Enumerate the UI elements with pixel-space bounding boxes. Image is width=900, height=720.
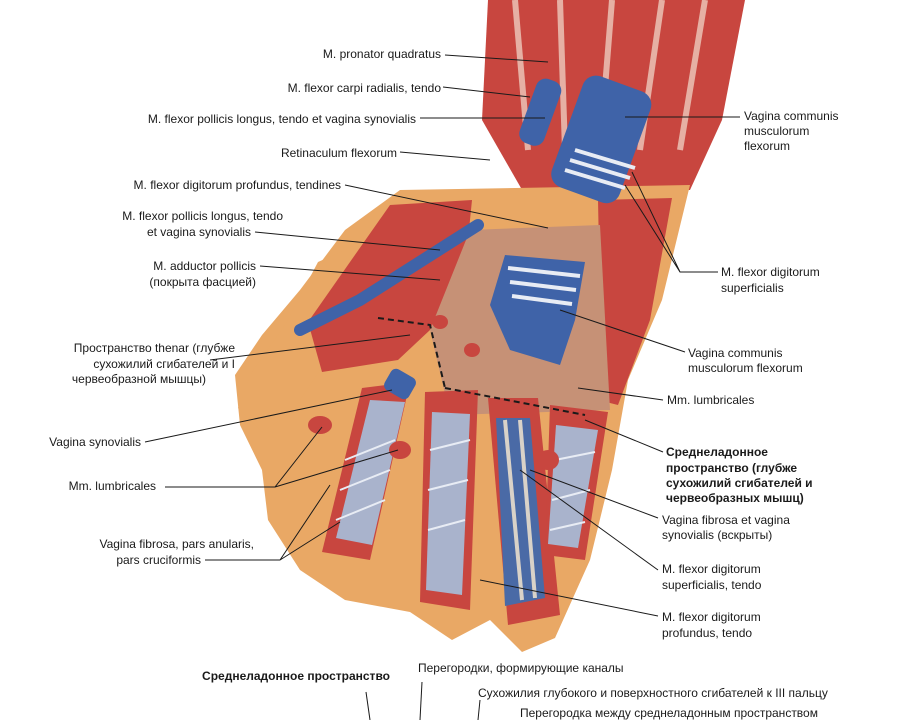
- lumbrical-2: [389, 441, 411, 459]
- label-fpl-top: M. flexor pollicis longus, tendo et vagi…: [148, 112, 416, 126]
- label-fdp-tendo-2: profundus, tendo: [662, 626, 752, 640]
- leader-fpl-mid: [254, 231, 441, 251]
- label-mm-lumbricales-left: Mm. lumbricales: [69, 479, 156, 493]
- label-vagina-communis-top-3: flexorum: [744, 139, 790, 153]
- lumbrical-4: [432, 315, 448, 329]
- leader-fds: [624, 171, 718, 273]
- label-midpalmar-3: сухожилий сгибателей и: [666, 476, 813, 490]
- leader-lines: [144, 54, 740, 720]
- label-bottom-midpalmar: Среднеладонное пространство: [202, 669, 390, 683]
- leader-bottom-2: [419, 681, 423, 720]
- label-vagina-fibrosa-open-2: synovialis (вскрыты): [662, 528, 772, 542]
- label-fds-2: superficialis: [721, 281, 784, 295]
- flexor-common-sheath-tendons: [564, 148, 636, 190]
- leader-vagina-fibrosa: [205, 484, 341, 561]
- label-vagina-communis-top-1: Vagina communis: [744, 109, 839, 123]
- leader-midpalmar: [584, 419, 664, 453]
- leader-fds-tendo: [519, 469, 659, 571]
- fpl-sheath: [519, 78, 562, 146]
- label-adductor-1: M. adductor pollicis: [153, 259, 256, 273]
- fibrous-sheath-crossing: [335, 439, 596, 531]
- label-thenar-2: сухожилий сгибателей и I: [93, 357, 235, 371]
- leader-vagina-fibrosa-open: [529, 469, 659, 519]
- label-thenar-1: Пространство thenar (глубже: [74, 341, 236, 355]
- forearm-stripes: [512, 0, 708, 151]
- leader-thenar: [209, 334, 411, 361]
- label-vagina-communis-mid-2: musculorum flexorum: [688, 361, 803, 375]
- palm-sheath-tendons: [507, 266, 581, 306]
- label-adductor-2: (покрыта фасцией): [149, 275, 256, 289]
- leader-bottom-3: [477, 699, 481, 720]
- label-midpalmar-1: Среднеладонное: [666, 445, 768, 459]
- labels: M. pronator quadratus M. flexor carpi ra…: [49, 47, 838, 720]
- label-vagina-fibrosa-2: pars cruciformis: [116, 553, 201, 567]
- label-fds-1: M. flexor digitorum: [721, 265, 820, 279]
- lumbrical-3: [537, 450, 559, 470]
- leader-vagina-synovialis: [144, 389, 393, 443]
- label-vagina-synovialis: Vagina synovialis: [49, 435, 141, 449]
- label-bottom-tendons: Сухожилия глубокого и поверхностного сги…: [478, 686, 828, 700]
- label-fdp-tendo-1: M. flexor digitorum: [662, 610, 761, 624]
- index-sheath-top: [384, 368, 416, 400]
- lumbrical-1: [308, 416, 332, 434]
- label-fdp-tendines: M. flexor digitorum profundus, tendines: [134, 178, 341, 192]
- hand-illustration: [235, 0, 745, 652]
- flexor-tendons-ring: [503, 419, 537, 601]
- label-vagina-fibrosa-1: Vagina fibrosa, pars anularis,: [99, 537, 254, 551]
- label-bottom-septa: Перегородки, формирующие каналы: [418, 661, 624, 675]
- leader-fdp-tendines: [344, 184, 549, 229]
- label-fpl-mid-2: et vagina synovialis: [147, 225, 251, 239]
- label-pronator-quadratus: M. pronator quadratus: [323, 47, 441, 61]
- leader-bottom-1: [365, 691, 371, 720]
- label-mm-lumbricales-right: Mm. lumbricales: [667, 393, 754, 407]
- leader-lumbricales-left: [165, 426, 399, 488]
- leader-retinaculum: [399, 151, 491, 161]
- label-fpl-mid-1: M. flexor pollicis longus, tendo: [122, 209, 283, 223]
- fibrous-sheath-middle: [426, 412, 470, 595]
- thenar-space-outline: [377, 317, 446, 389]
- leader-flexor-carpi-radialis: [442, 86, 531, 98]
- label-midpalmar-4: червеобразных мышц): [666, 491, 804, 505]
- leader-lumbricales-right: [577, 387, 664, 401]
- hypothenar-muscles: [590, 198, 672, 405]
- fibrous-sheath-index: [336, 400, 405, 545]
- label-thenar-3: червеобразной мышцы): [72, 372, 206, 386]
- label-midpalmar-2: пространство (глубже: [666, 461, 797, 475]
- label-vagina-communis-mid-1: Vagina communis: [688, 346, 783, 360]
- label-fds-tendo-1: M. flexor digitorum: [662, 562, 761, 576]
- label-retinaculum: Retinaculum flexorum: [281, 146, 397, 160]
- label-fds-tendo-2: superficialis, tendo: [662, 578, 762, 592]
- label-vagina-fibrosa-open-1: Vagina fibrosa et vagina: [662, 513, 790, 527]
- leader-pronator-quadratus: [444, 54, 549, 63]
- leader-adductor: [259, 265, 441, 281]
- label-vagina-communis-top-2: musculorum: [744, 124, 809, 138]
- midpalmar-space-outline: [444, 387, 586, 416]
- label-bottom-septum: Перегородка между среднеладонным простра…: [520, 706, 818, 720]
- label-flexor-carpi-radialis: M. flexor carpi radialis, tendo: [288, 81, 442, 95]
- lumbrical-5: [464, 343, 480, 357]
- leader-fdp-tendo: [479, 579, 659, 617]
- leader-vagina-communis-mid: [559, 309, 686, 353]
- lumbrical-muscles: [308, 315, 559, 470]
